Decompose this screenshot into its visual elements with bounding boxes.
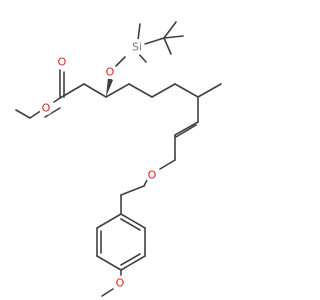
atom-label-o: O — [39, 101, 53, 115]
svg-text:O: O — [42, 102, 51, 115]
bond — [137, 23, 141, 41]
bond — [115, 56, 126, 67]
atom-label-si: Si — [129, 39, 145, 55]
bond — [128, 83, 153, 98]
bond — [83, 83, 107, 98]
bond — [105, 83, 130, 98]
svg-text:O: O — [58, 56, 67, 69]
bond — [197, 83, 222, 98]
bond — [163, 21, 177, 39]
bond — [120, 218, 141, 231]
bond — [53, 97, 61, 103]
svg-text:O: O — [148, 169, 157, 182]
bond — [159, 159, 176, 170]
bond — [120, 213, 146, 229]
bond — [144, 37, 165, 45]
bond — [44, 107, 61, 118]
bond — [15, 109, 31, 119]
bond — [96, 255, 122, 271]
bond — [163, 35, 184, 39]
svg-text:Si: Si — [132, 41, 142, 54]
atom-label-o: O — [113, 276, 127, 290]
bond — [120, 253, 141, 266]
bond — [163, 37, 172, 55]
svg-text:O: O — [106, 66, 115, 79]
bond — [174, 83, 199, 98]
atom-label-o: O — [55, 55, 69, 69]
bond — [174, 121, 199, 136]
atom-label-o: O — [145, 168, 159, 182]
bond — [59, 83, 85, 99]
svg-text:O: O — [116, 277, 125, 290]
bond — [151, 83, 176, 98]
bond — [101, 288, 114, 297]
bond — [96, 213, 122, 229]
bond — [120, 185, 145, 196]
atom-label-o: O — [103, 65, 117, 79]
bond — [120, 255, 146, 271]
stereo-wedge-bond — [106, 77, 113, 97]
molecule-structure: O O O Si O O — [15, 21, 222, 297]
bond — [175, 124, 197, 138]
